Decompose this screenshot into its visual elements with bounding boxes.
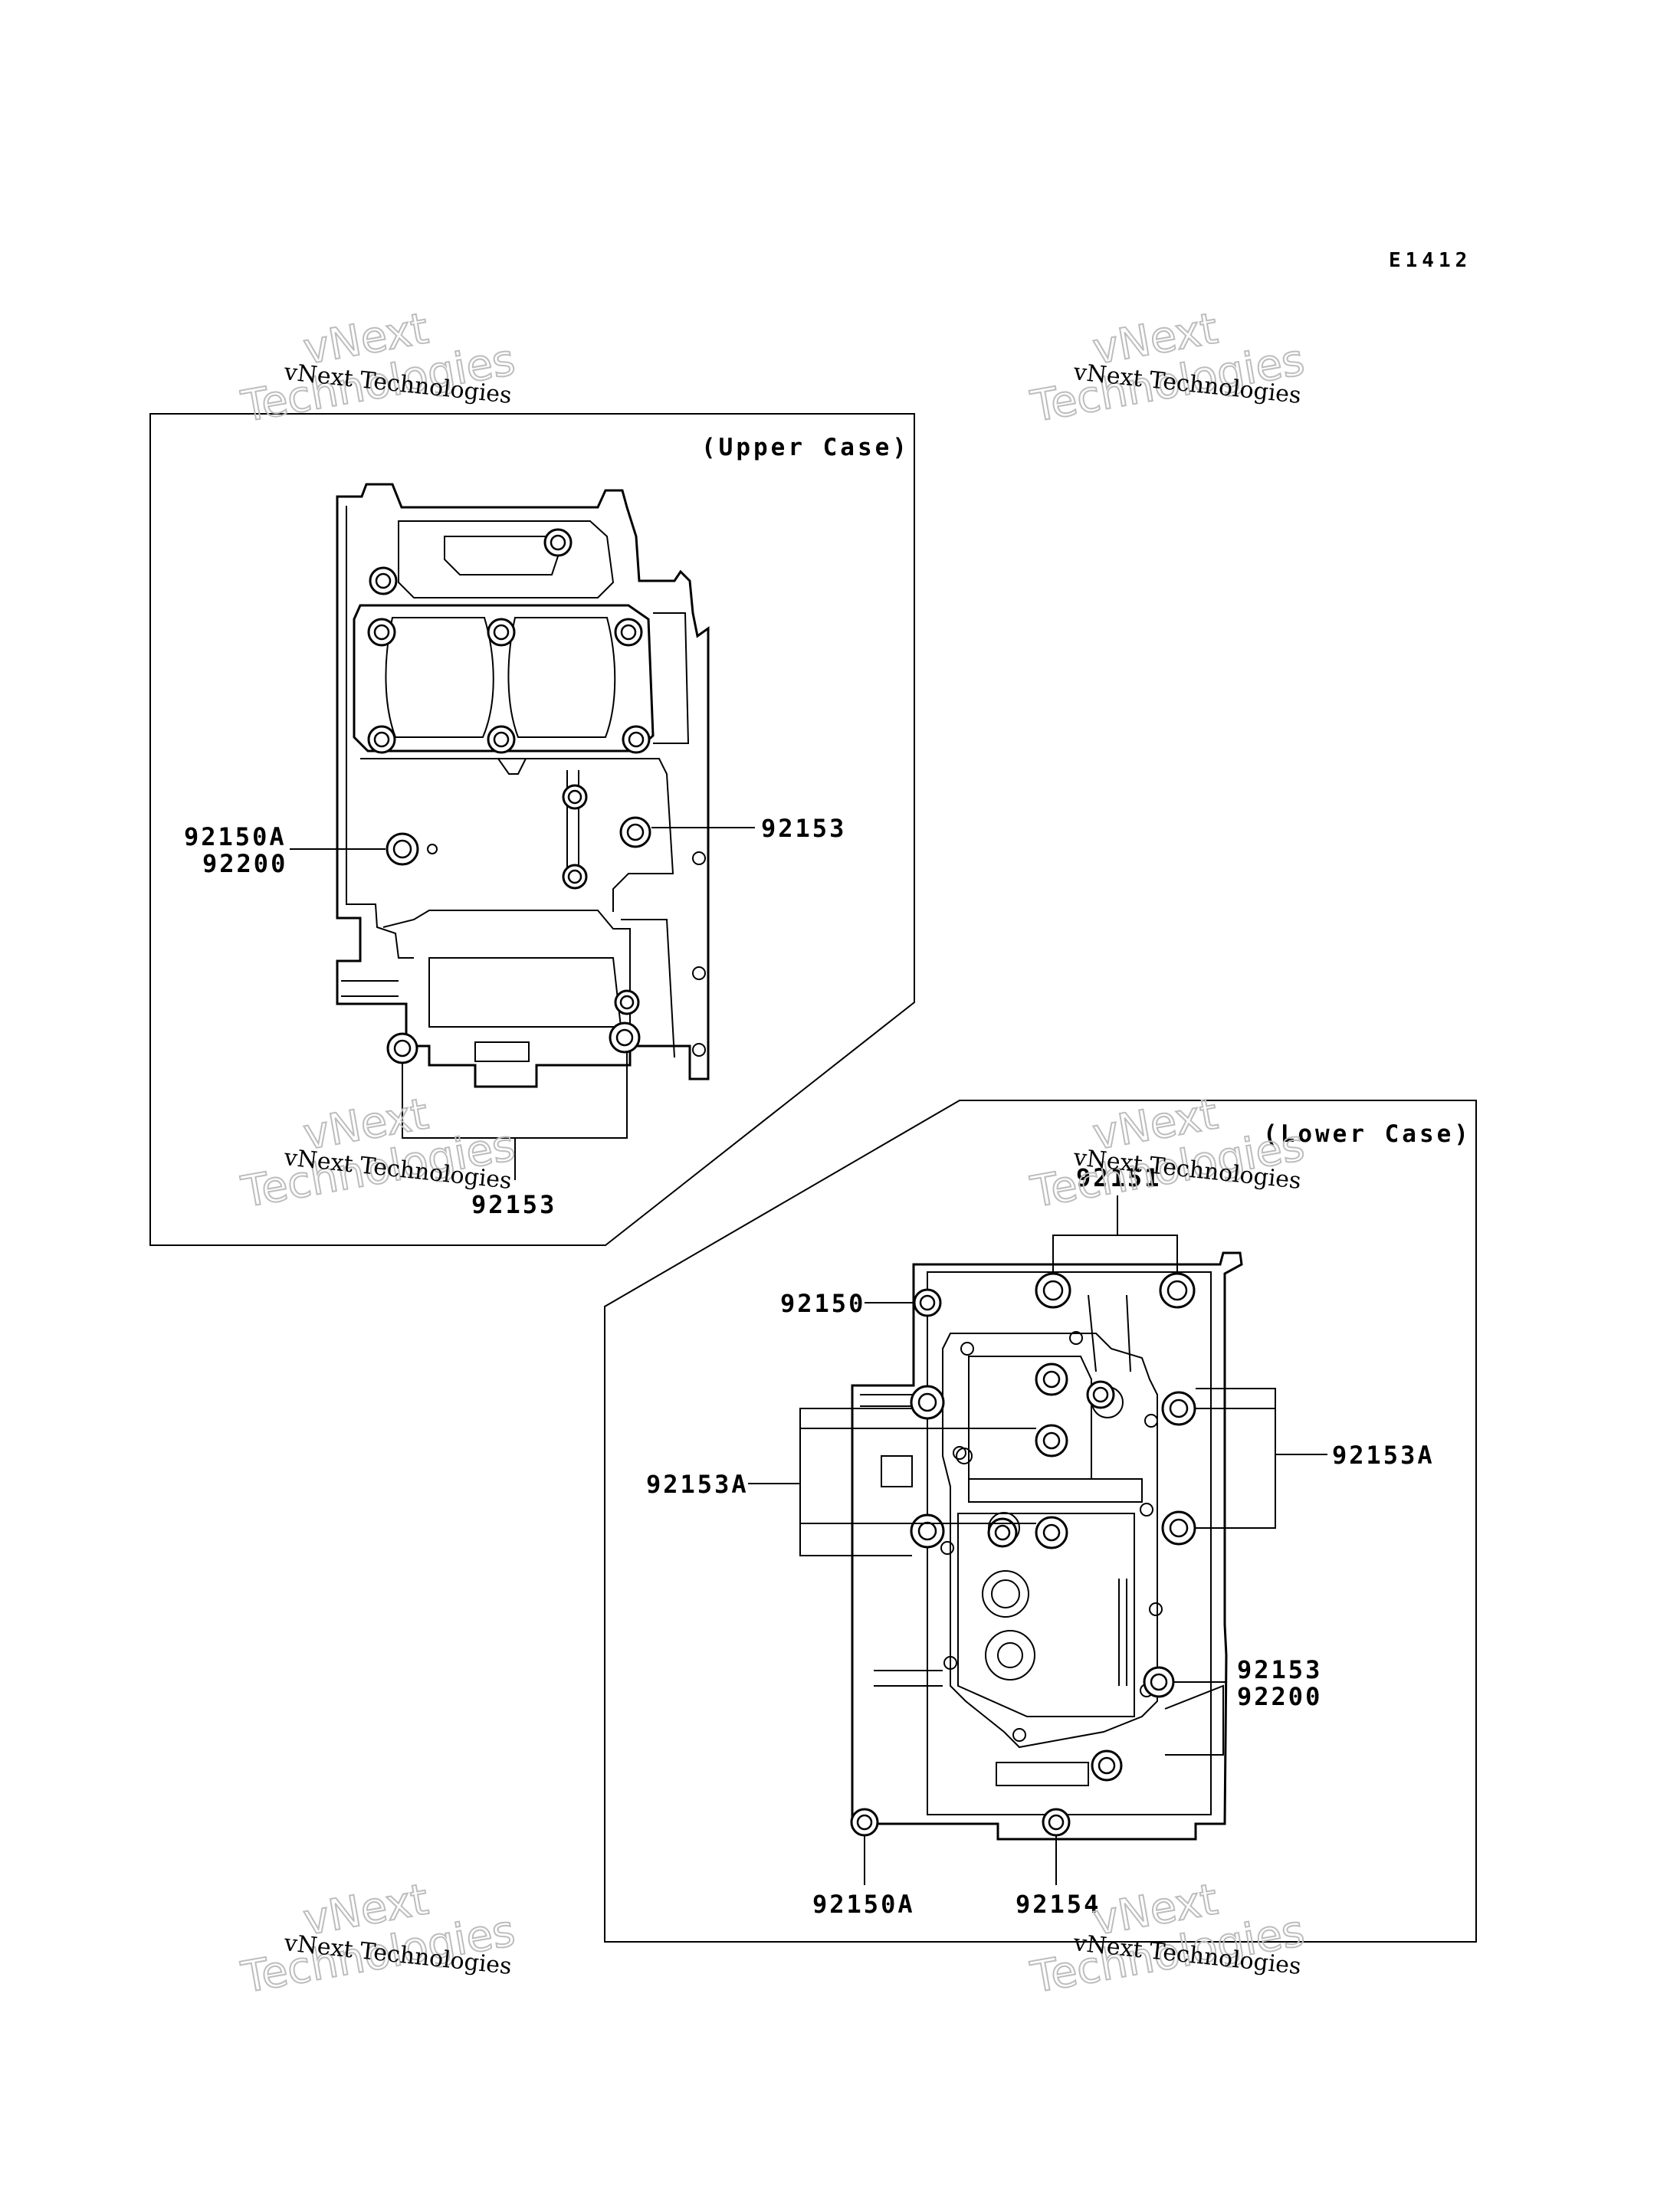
callout-lower-right-lower-bottom: 92200 [1237, 1682, 1322, 1711]
lower-leaders [748, 1195, 1327, 1885]
lower-case-frame [604, 1100, 1477, 1943]
upper-crankcase-drawing [336, 483, 710, 1088]
watermark-4: vNext Technologies vNext Technologies [1026, 1088, 1309, 1218]
upper-case-label: (Upper Case) [701, 434, 910, 461]
callout-upper-left-bottom: 92200 [202, 849, 287, 878]
upper-case-frame [149, 413, 915, 1246]
callout-upper-right: 92153 [761, 814, 846, 843]
callout-lower-top: 92151 [1076, 1163, 1161, 1192]
watermark-2: vNext Technologies vNext Technologies [1026, 303, 1309, 433]
callout-upper-left-top: 92150A [184, 822, 287, 851]
watermark-1: vNext Technologies vNext Technologies [237, 303, 520, 433]
diagram-code: E1412 [1389, 249, 1472, 272]
callout-lower-bottom-left: 92150A [812, 1890, 915, 1919]
watermark-5: vNext Technologies vNext Technologies [237, 1874, 520, 2004]
lower-crankcase-drawing [850, 1251, 1243, 1841]
callout-lower-right-lower-top: 92153 [1237, 1655, 1322, 1684]
callout-upper-bottom: 92153 [471, 1190, 556, 1219]
callout-lower-left-mid: 92153A [646, 1470, 749, 1499]
callout-lower-right-mid: 92153A [1332, 1441, 1435, 1470]
callout-lower-bottom-right: 92154 [1016, 1890, 1101, 1919]
callout-lower-left-top: 92150 [780, 1289, 865, 1318]
upper-leaders [290, 827, 755, 1180]
lower-case-label: (Lower Case) [1263, 1120, 1472, 1148]
